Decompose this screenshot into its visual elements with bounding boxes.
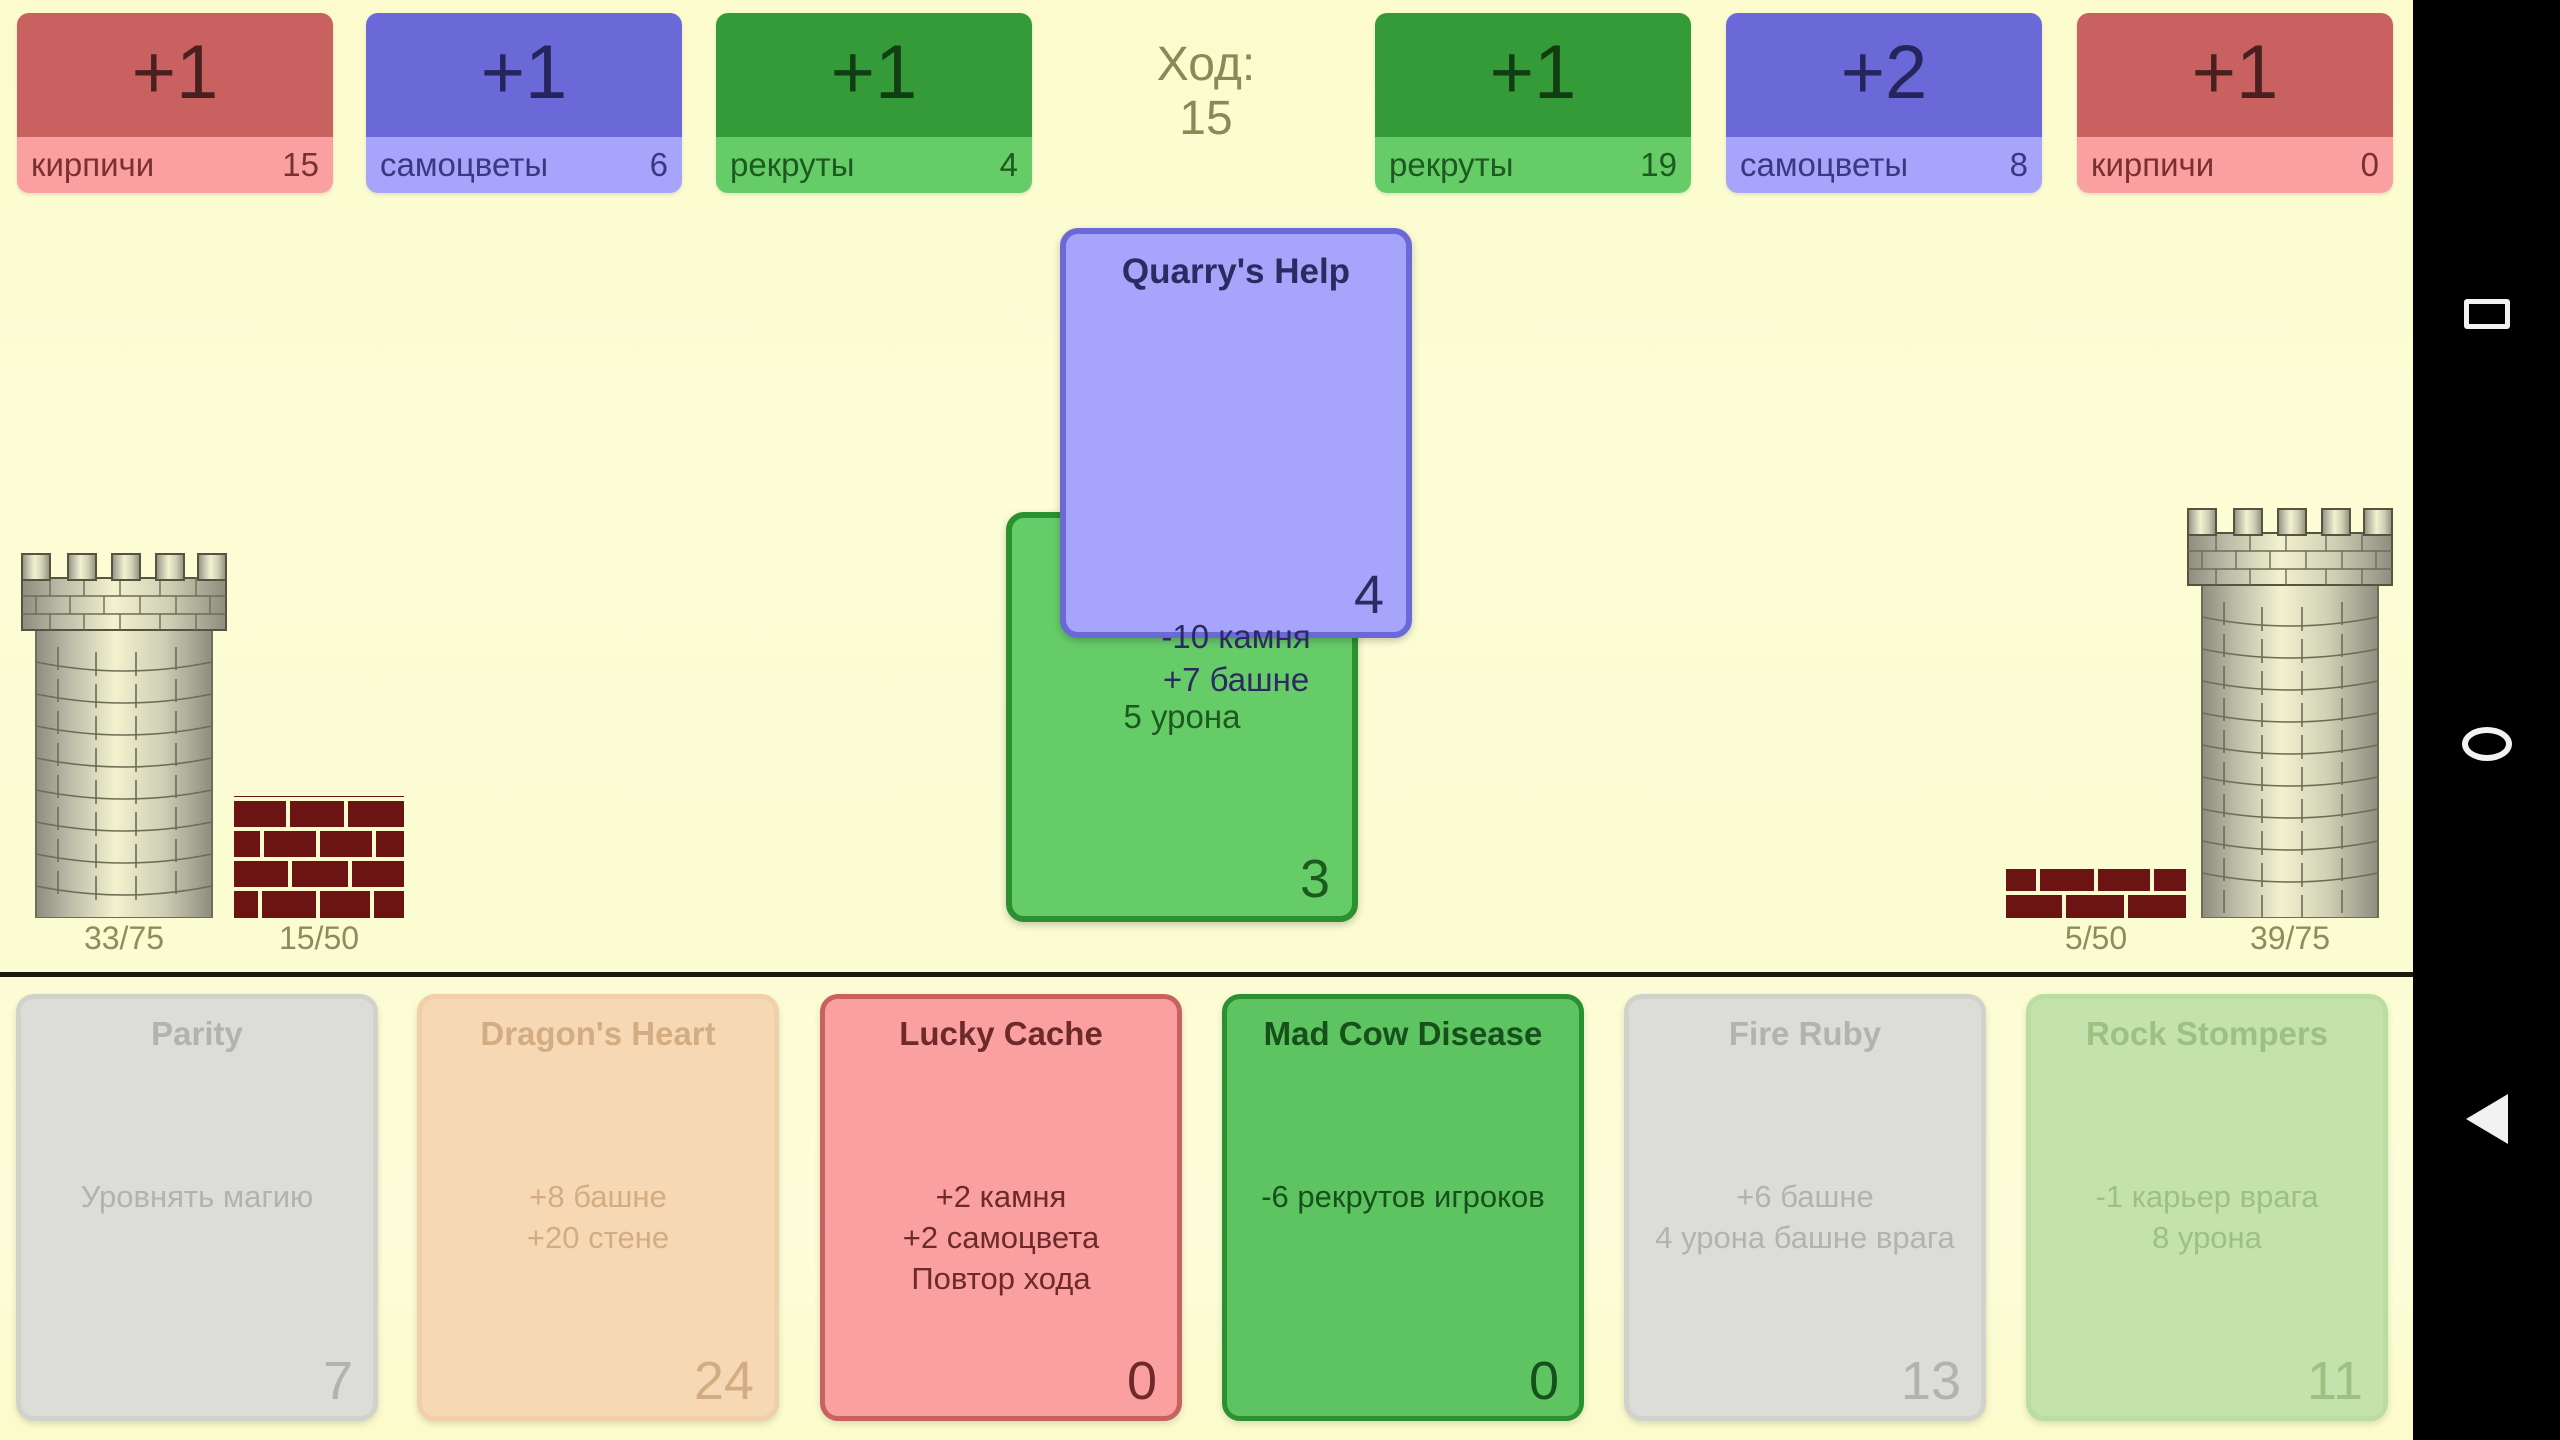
player-gems-resource[interactable]: +1 самоцветы 6: [366, 13, 682, 193]
game-viewport: +1 кирпичи 15 +1 самоцветы 6 +1 рекруты …: [0, 0, 2413, 1440]
hand-card-title: Lucky Cache: [899, 1015, 1103, 1052]
hand-card-body: -6 рекрутов игроков: [1235, 1177, 1571, 1218]
player-wall: 15/50: [234, 796, 404, 956]
hand-card-line: 8 урона: [2152, 1219, 2262, 1255]
bricks-footer: кирпичи 0: [2077, 137, 2393, 193]
bricks-footer: кирпичи 15: [17, 137, 333, 193]
bricks-delta: +1: [17, 13, 333, 137]
recruits-delta: +1: [716, 13, 1032, 137]
hand-card-dragons-heart[interactable]: Dragon's Heart +8 башне +20 стене 24: [417, 994, 779, 1421]
gems-delta: +2: [1726, 13, 2042, 137]
hand-card-line: +6 башне: [1736, 1179, 1874, 1214]
played-card-title: Quarry's Help: [1121, 252, 1351, 291]
recruits-label: рекруты: [1389, 146, 1514, 183]
hand-card-line: Уровнять магию: [80, 1179, 314, 1214]
hand-card-body: +2 камня +2 самоцвета Повтор хода: [833, 1177, 1169, 1300]
gems-delta: +1: [366, 13, 682, 137]
played-card-body: 5 урона: [1012, 696, 1352, 739]
resource-bar: +1 кирпичи 15 +1 самоцветы 6 +1 рекруты …: [0, 0, 2413, 193]
hand-card-title: Mad Cow Disease: [1263, 1015, 1543, 1052]
hand-card-line: -6 рекрутов игроков: [1261, 1179, 1545, 1214]
enemy-wall-hp: 5/50: [2064, 920, 2128, 956]
hand-card-body: -1 карьер врага 8 урона: [2039, 1177, 2375, 1259]
wall-icon: [234, 796, 404, 918]
played-card-blue[interactable]: Quarry's Help -10 камня +7 башне 4: [1060, 228, 1412, 698]
hand-divider: [0, 972, 2413, 977]
hand-card-line: 4 урона башне врага: [1655, 1219, 1955, 1255]
gems-footer: самоцветы 6: [366, 137, 682, 193]
bricks-value: 15: [282, 146, 319, 183]
played-card-line: 5 урона: [1123, 698, 1241, 735]
hand-card-title: Dragon's Heart: [480, 1015, 716, 1052]
hand-card-title: Parity: [151, 1015, 243, 1052]
bricks-label: кирпичи: [31, 146, 155, 183]
recruits-label: рекруты: [730, 146, 855, 183]
android-navigation-bar: [2413, 0, 2560, 1440]
hand-card-cost: 7: [322, 1351, 353, 1411]
turn-counter: Ход: 15: [1086, 38, 1326, 146]
hand-card-line: Повтор хода: [911, 1260, 1091, 1296]
hand-card-body: +6 башне 4 урона башне врага: [1637, 1177, 1973, 1259]
hand-card-cost: 0: [1528, 1351, 1559, 1411]
enemy-recruits-resource[interactable]: +1 рекруты 19: [1375, 13, 1691, 193]
hand-card-title: Rock Stompers: [2085, 1015, 2329, 1052]
hand-card-line: -1 карьер врага: [2095, 1179, 2319, 1214]
hand-card-mad-cow-disease[interactable]: Mad Cow Disease -6 рекрутов игроков 0: [1222, 994, 1584, 1421]
played-card-body: -10 камня +7 башне: [1066, 616, 1406, 702]
turn-label: Ход:: [1156, 38, 1256, 91]
gems-label: самоцветы: [380, 146, 549, 183]
bricks-label: кирпичи: [2091, 146, 2215, 183]
hand-card-line: +2 камня: [935, 1179, 1067, 1214]
hand-card-cost: 0: [1126, 1351, 1157, 1411]
played-card-cost: 4: [1353, 565, 1384, 625]
played-card-cost: 3: [1299, 849, 1330, 909]
enemy-gems-resource[interactable]: +2 самоцветы 8: [1726, 13, 2042, 193]
gems-value: 6: [649, 146, 668, 183]
recruits-delta: +1: [1375, 13, 1691, 137]
gems-footer: самоцветы 8: [1726, 137, 2042, 193]
hand-card-cost: 24: [693, 1351, 754, 1411]
player-bricks-resource[interactable]: +1 кирпичи 15: [17, 13, 333, 193]
enemy-tower: 39/75: [2186, 507, 2394, 956]
home-circle-icon[interactable]: [2448, 705, 2526, 783]
recruits-footer: рекруты 4: [716, 137, 1032, 193]
enemy-bricks-resource[interactable]: +1 кирпичи 0: [2077, 13, 2393, 193]
recents-square-icon[interactable]: [2448, 275, 2526, 353]
hand-card-body: +8 башне +20 стене: [430, 1177, 766, 1259]
hand-card-cost: 13: [1900, 1351, 1961, 1411]
enemy-wall: 5/50: [2006, 869, 2186, 956]
hand-card-line: +20 стене: [526, 1219, 670, 1255]
recruits-footer: рекруты 19: [1375, 137, 1691, 193]
back-triangle-icon[interactable]: [2448, 1080, 2526, 1158]
tower-icon: [21, 553, 227, 918]
player-wall-hp: 15/50: [278, 920, 360, 956]
hand-card-line: +8 башне: [529, 1179, 667, 1214]
played-card-line: -10 камня: [1161, 618, 1311, 655]
hand-card-lucky-cache[interactable]: Lucky Cache +2 камня +2 самоцвета Повтор…: [820, 994, 1182, 1421]
played-card-line: +7 башне: [1162, 660, 1310, 698]
player-recruits-resource[interactable]: +1 рекруты 4: [716, 13, 1032, 193]
gems-label: самоцветы: [1740, 146, 1909, 183]
bricks-value: 0: [2360, 146, 2379, 183]
hand-card-cost: 11: [2306, 1351, 2363, 1411]
turn-value: 15: [1179, 91, 1233, 145]
enemy-tower-hp: 39/75: [2249, 920, 2331, 956]
hand-card-parity[interactable]: Parity Уровнять магию 7: [16, 994, 378, 1421]
hand-card-title: Fire Ruby: [1728, 1015, 1882, 1052]
wall-icon: [2006, 869, 2186, 918]
tower-icon: [2187, 508, 2393, 918]
bricks-delta: +1: [2077, 13, 2393, 137]
hand-card-line: +2 самоцвета: [902, 1219, 1100, 1255]
gems-value: 8: [2009, 146, 2028, 183]
hand-card-body: Уровнять магию: [29, 1177, 365, 1218]
recruits-value: 4: [999, 146, 1018, 183]
hand-panel: Parity Уровнять магию 7 Dragon's Heart +…: [0, 977, 2413, 1440]
hand-card-fire-ruby[interactable]: Fire Ruby +6 башне 4 урона башне врага 1…: [1624, 994, 1986, 1421]
player-tower-hp: 33/75: [83, 920, 165, 956]
player-tower: 33/75: [20, 552, 228, 956]
recruits-value: 19: [1640, 146, 1677, 183]
hand-card-rock-stompers[interactable]: Rock Stompers -1 карьер врага 8 урона 11: [2026, 994, 2388, 1421]
